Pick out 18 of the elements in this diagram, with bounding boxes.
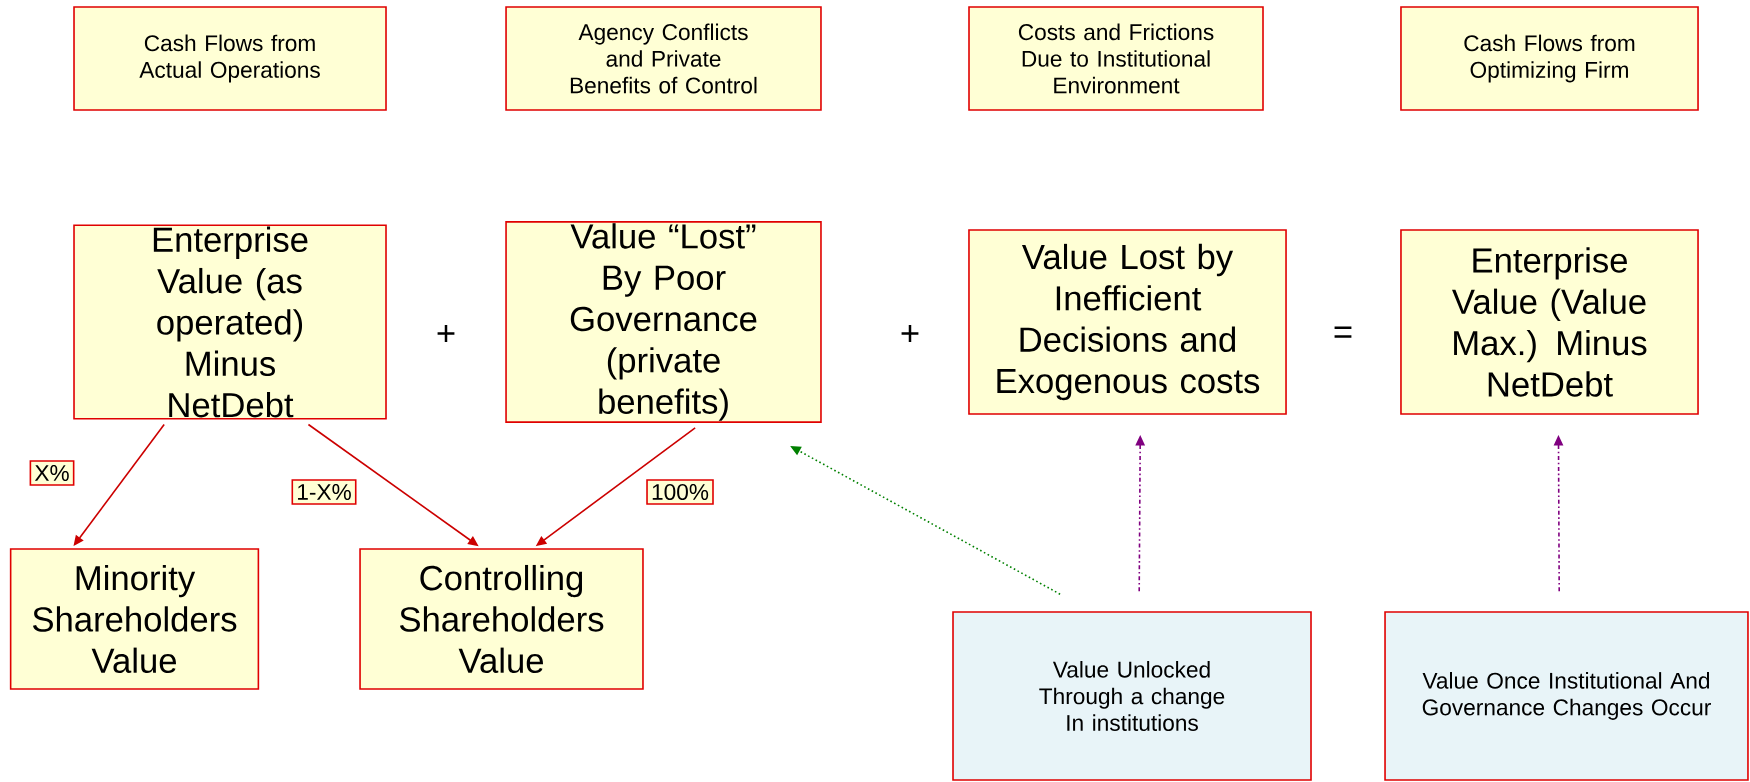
value-box: Enterprise Value (as operated) Minus NetDebt [73, 224, 387, 420]
value-box: Value “Lost” By Poor Governance (private benefits) [505, 221, 822, 423]
value-box: Cash Flows from Optimizing Firm [1400, 6, 1699, 111]
value-box: Cash Flows from Actual Operations [73, 6, 387, 111]
value-box: Agency Conflicts and Private Benefits of Control [505, 6, 822, 111]
operator-sign: + [901, 325, 919, 342]
value-box: Value Lost by Inefficient Decisions and Exogenous costs [968, 229, 1287, 415]
operator-sign: + [437, 325, 455, 342]
info-box: Value Once Institutional And Governance Changes Occur [1384, 611, 1749, 781]
value-box: Minority Shareholders Value [9, 548, 260, 690]
value-box: Costs and Frictions Due to Institutional Environment [968, 6, 1264, 111]
edge-label: X% [29, 460, 75, 486]
value-box: Enterprise Value (Value Max.) Minus NetDebt [1400, 229, 1699, 415]
edge-label: 1-X% [291, 479, 357, 505]
operator-sign: = [1334, 326, 1352, 338]
info-box: Value Unlocked Through a change In institutions [952, 611, 1312, 781]
edge-label: 100% [646, 479, 714, 505]
value-box: Controlling Shareholders Value [359, 548, 644, 690]
